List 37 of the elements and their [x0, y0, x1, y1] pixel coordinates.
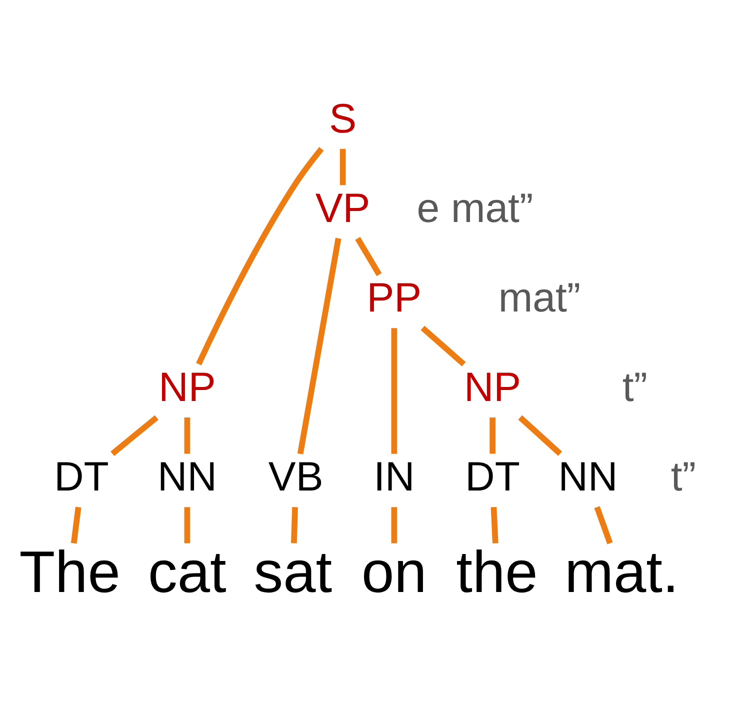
node-text: cat	[148, 540, 226, 605]
node-text: VB	[268, 453, 324, 500]
connector	[391, 328, 398, 454]
connector	[340, 148, 346, 185]
node-text: DT	[54, 453, 109, 500]
node-text: NN	[558, 453, 618, 500]
node-text: DT	[465, 453, 520, 500]
node-text: NP	[158, 364, 216, 410]
connector	[184, 416, 190, 454]
connector	[196, 146, 324, 365]
connector	[70, 506, 82, 544]
node-text: The	[19, 540, 120, 605]
connector	[355, 236, 382, 276]
node-text: IN	[374, 453, 415, 500]
connector	[518, 414, 562, 456]
node-text: NN	[158, 453, 217, 500]
connector	[184, 506, 190, 543]
node-text: on	[362, 540, 427, 605]
connector	[291, 506, 298, 543]
connector	[594, 506, 613, 544]
label: mat”	[498, 274, 581, 320]
node-text: S	[329, 94, 357, 141]
connector	[391, 506, 398, 543]
node-text: mat.	[564, 540, 679, 605]
connector	[490, 506, 498, 543]
connector	[110, 414, 158, 456]
label: t”	[670, 453, 696, 500]
connector	[420, 325, 466, 366]
node-text: VP	[315, 184, 370, 230]
label: t”	[622, 364, 648, 410]
node-text: PP	[366, 274, 422, 320]
connector	[490, 416, 496, 454]
connector	[297, 237, 342, 454]
label: e mat”	[416, 184, 534, 230]
node-text: sat	[254, 540, 332, 605]
node-text: the	[456, 540, 538, 605]
node-text: NP	[464, 364, 522, 410]
